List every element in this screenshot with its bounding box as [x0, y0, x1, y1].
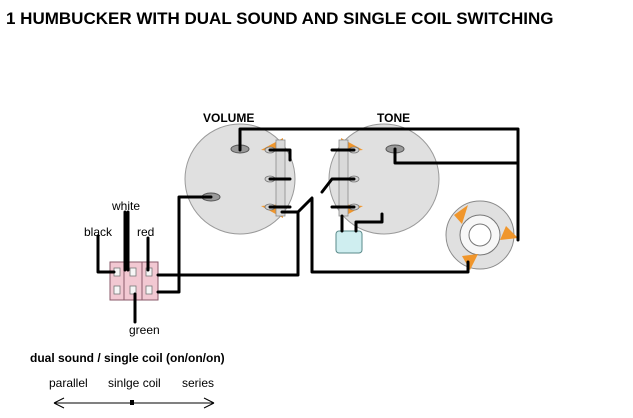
switch-caption: dual sound / single coil (on/on/on): [30, 351, 225, 365]
position-single-coil: sinlge coil: [108, 376, 161, 390]
switch-position-arrow: [53, 397, 215, 409]
diagram-title: 1 HUMBUCKER WITH DUAL SOUND AND SINGLE C…: [6, 9, 553, 28]
volume-lug-wires: [268, 148, 292, 209]
position-series: series: [182, 376, 214, 390]
jack-hot-wire: [156, 196, 470, 277]
output-jack: [445, 200, 518, 270]
position-parallel: parallel: [49, 376, 88, 390]
wires: [96, 127, 520, 294]
tone-label: TONE: [377, 111, 410, 125]
tone-ground-wire: [393, 147, 520, 165]
white-wire-label: white: [111, 199, 140, 213]
pickup-wire-black: [96, 234, 116, 274]
tone-lug-wires: [320, 148, 356, 209]
green-wire-label: green: [129, 323, 160, 337]
switch-to-volume-wire: [156, 195, 213, 294]
tone-capacitor: [335, 212, 384, 254]
black-wire-label: black: [84, 225, 113, 239]
red-wire-label: red: [137, 225, 154, 239]
ground-bus-wire: [238, 127, 520, 242]
volume-label: VOLUME: [203, 111, 254, 125]
